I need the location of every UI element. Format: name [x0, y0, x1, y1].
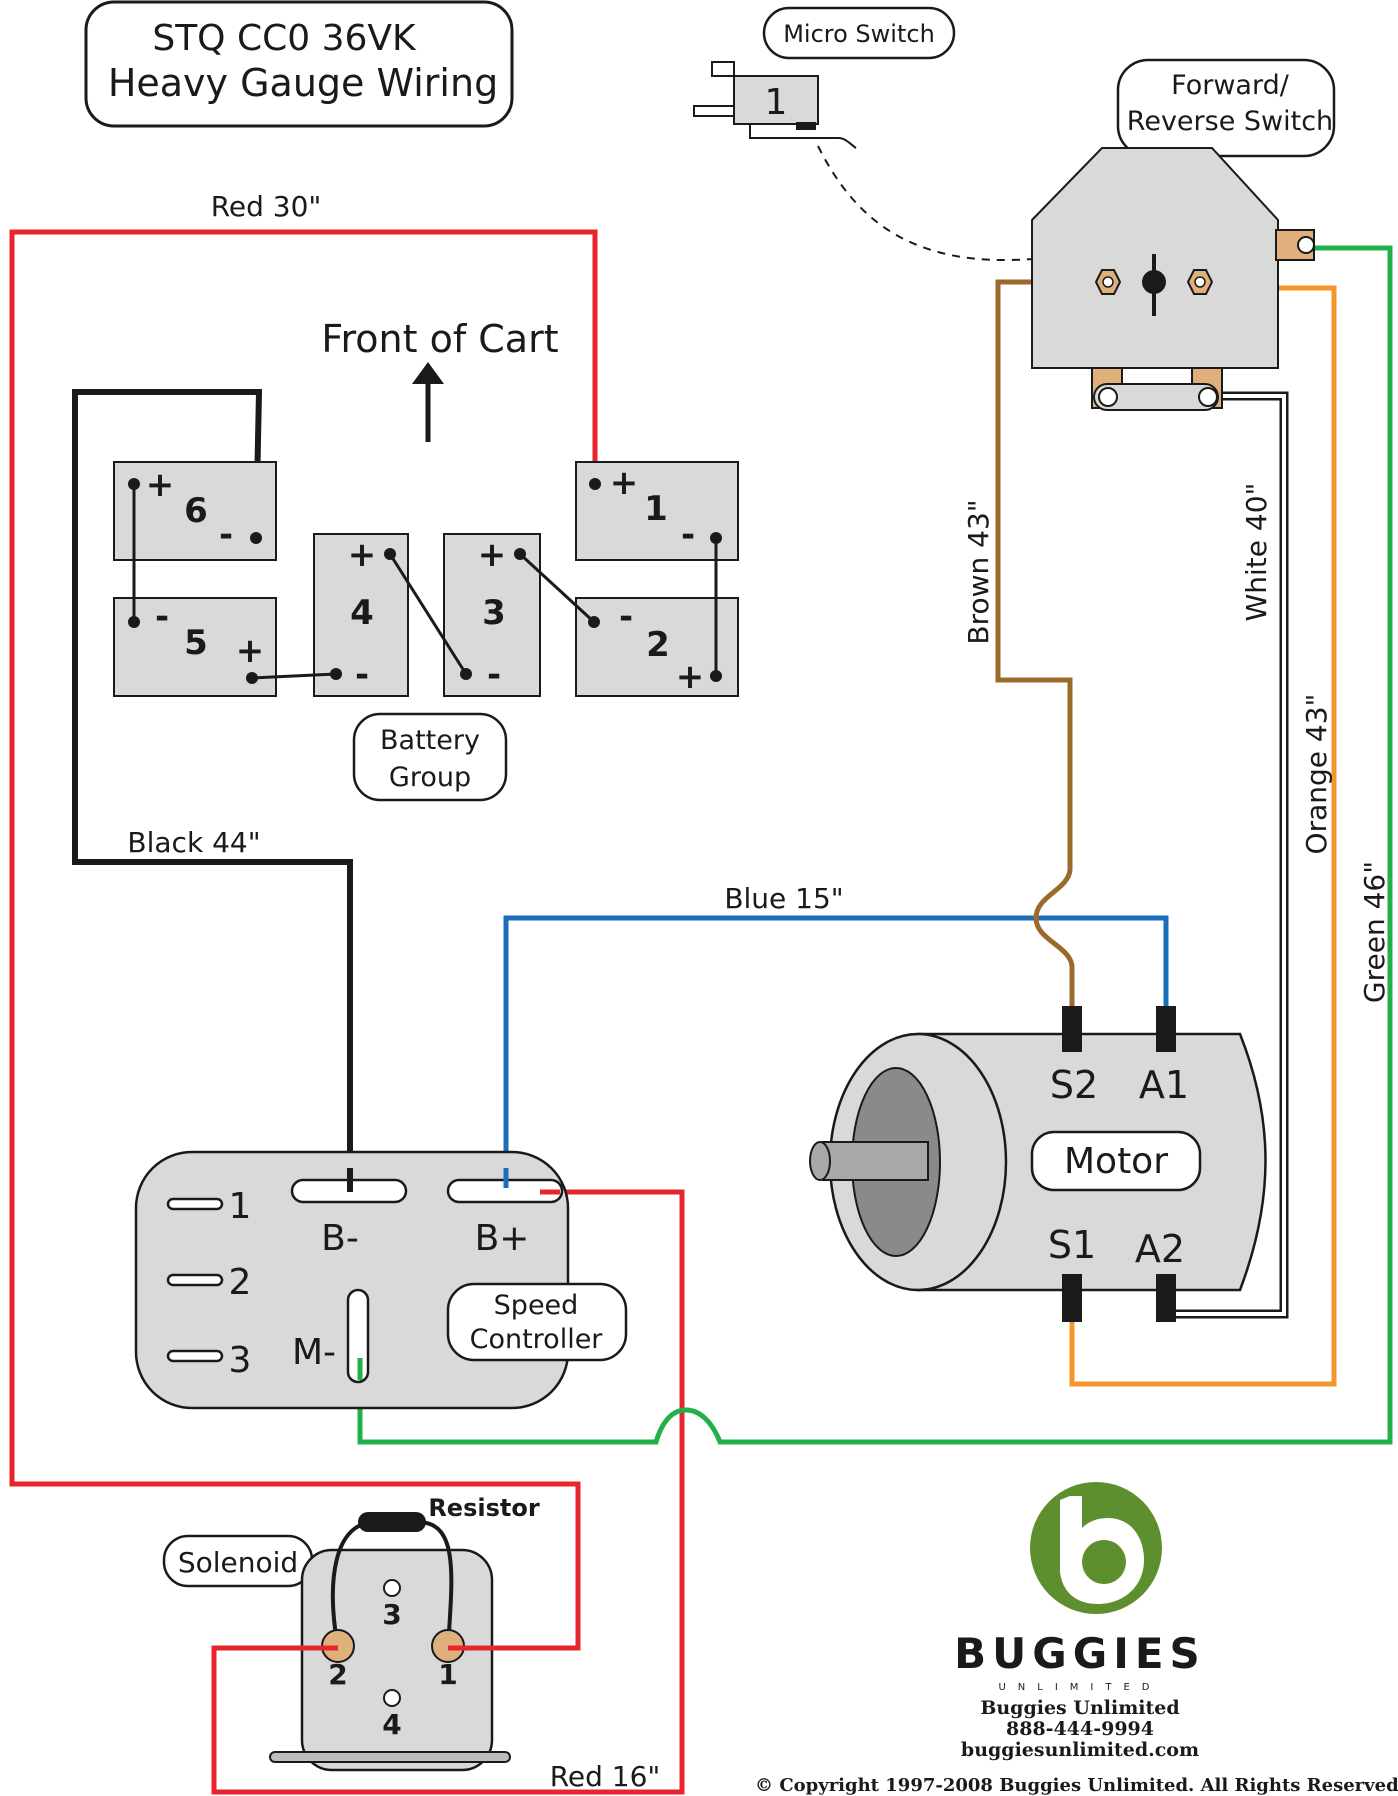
title-box: STQ CC0 36VK Heavy Gauge Wiring [84, 0, 514, 128]
battery-4-neg: - [355, 655, 369, 695]
battery-2-pos: + [676, 657, 705, 697]
battery-6-pos: + [146, 465, 175, 505]
fr-switch-label-line1: Forward/ [1171, 70, 1290, 101]
solenoid-terminal-3: 3 [382, 1598, 401, 1631]
controller-pin-3: 3 [229, 1340, 252, 1381]
battery-3-neg: - [487, 655, 501, 695]
label-orange-43: Orange 43" [1300, 694, 1333, 855]
micro-switch-label: Micro Switch [783, 20, 935, 48]
battery-2: - 2 + [575, 597, 739, 697]
micro-switch: Micro Switch 1 [693, 6, 956, 149]
motor-a2-label: A2 [1135, 1227, 1185, 1271]
fr-switch-label-line2: Reverse Switch [1127, 106, 1333, 137]
battery-2-number: 2 [646, 625, 670, 665]
battery-group: + 6 - - 5 + + 4 - + 3 - [113, 461, 739, 802]
resistor-label: Resistor [428, 1494, 540, 1522]
battery-group-label-line2: Group [389, 762, 471, 793]
title-line2: Heavy Gauge Wiring [108, 61, 498, 105]
wire-white-40-inner [1166, 394, 1286, 1316]
motor: S2 A1 S1 A2 Motor [809, 1006, 1267, 1322]
label-green-46: Green 46" [1358, 861, 1391, 1003]
battery-4: + 4 - [313, 533, 409, 697]
brand-website: buggiesunlimited.com [961, 1739, 1199, 1761]
jumper-5-4 [251, 672, 337, 680]
wire-brown-43 [995, 279, 1108, 1006]
battery-3-number: 3 [482, 593, 506, 633]
micro-switch-number: 1 [765, 82, 788, 123]
battery-1-pos: + [610, 463, 639, 503]
logo-subtext: UNLIMITED [998, 1682, 1161, 1693]
fr-switch: Forward/ Reverse Switch [1031, 58, 1336, 411]
battery-5: - 5 + [113, 597, 277, 697]
controller-m-minus: M- [292, 1332, 336, 1373]
battery-6-neg: - [219, 515, 233, 555]
controller-b-plus: B+ [475, 1218, 530, 1259]
micro-switch-link [817, 145, 1133, 262]
solenoid: Solenoid Resistor 1 2 3 4 [162, 1494, 540, 1772]
controller-b-minus: B- [321, 1218, 359, 1259]
brand-logo: BUGGIES UNLIMITED [954, 1482, 1206, 1693]
label-red-16: Red 16" [550, 1760, 661, 1793]
wire-orange-43 [1069, 285, 1337, 1387]
brand-name: Buggies Unlimited [980, 1697, 1179, 1719]
copyright: © Copyright 1997-2008 Buggies Unlimited.… [755, 1775, 1398, 1796]
battery-4-pos: + [348, 535, 377, 575]
solenoid-terminal-2: 2 [328, 1658, 347, 1691]
battery-group-label-line1: Battery [380, 725, 480, 756]
battery-3: + 3 - [443, 533, 541, 697]
battery-5-neg: - [155, 597, 169, 637]
motor-a1-label: A1 [1139, 1063, 1189, 1107]
solenoid-terminal-1: 1 [438, 1658, 457, 1691]
front-of-cart-label: Front of Cart [321, 317, 558, 361]
label-black-44: Black 44" [127, 826, 260, 859]
battery-4-number: 4 [350, 593, 374, 633]
controller-pin-2: 2 [229, 1262, 252, 1303]
battery-6-number: 6 [184, 491, 208, 531]
solenoid-label: Solenoid [178, 1546, 298, 1579]
wire-black-44 [72, 389, 353, 1190]
arrow-up-icon [412, 362, 444, 384]
motor-label: Motor [1064, 1141, 1168, 1182]
motor-s2-label: S2 [1050, 1063, 1098, 1107]
front-of-cart: Front of Cart [321, 317, 559, 442]
speed-controller: 1 2 3 B- B+ M- Speed Controller [134, 1150, 628, 1410]
battery-6: + 6 - [113, 461, 277, 561]
battery-1-number: 1 [644, 489, 668, 529]
motor-s1-label: S1 [1048, 1223, 1096, 1267]
battery-5-number: 5 [184, 623, 208, 663]
solenoid-terminal-4: 4 [382, 1708, 401, 1741]
battery-1: + 1 - [575, 461, 739, 561]
label-blue-15: Blue 15" [724, 882, 843, 915]
battery-5-pos: + [236, 631, 265, 671]
controller-pin-1: 1 [229, 1186, 252, 1227]
label-white-40: White 40" [1240, 483, 1273, 622]
title-line1: STQ CC0 36VK [152, 18, 417, 59]
resistor-icon [358, 1512, 426, 1532]
jumper-3-2 [518, 552, 596, 624]
battery-2-neg: - [619, 597, 633, 637]
battery-3-pos: + [478, 535, 507, 575]
label-brown-43: Brown 43" [962, 499, 995, 644]
label-red-30: Red 30" [211, 190, 322, 223]
jumper-4-3 [388, 553, 468, 675]
logo-text: BUGGIES [954, 1629, 1206, 1678]
wire-green-46 [357, 245, 1393, 1445]
wire-blue-15 [503, 915, 1169, 1188]
controller-label-line1: Speed [494, 1290, 579, 1321]
controller-label-line2: Controller [470, 1324, 604, 1355]
brand-phone: 888-444-9994 [1006, 1718, 1154, 1740]
battery-1-neg: - [681, 515, 695, 555]
